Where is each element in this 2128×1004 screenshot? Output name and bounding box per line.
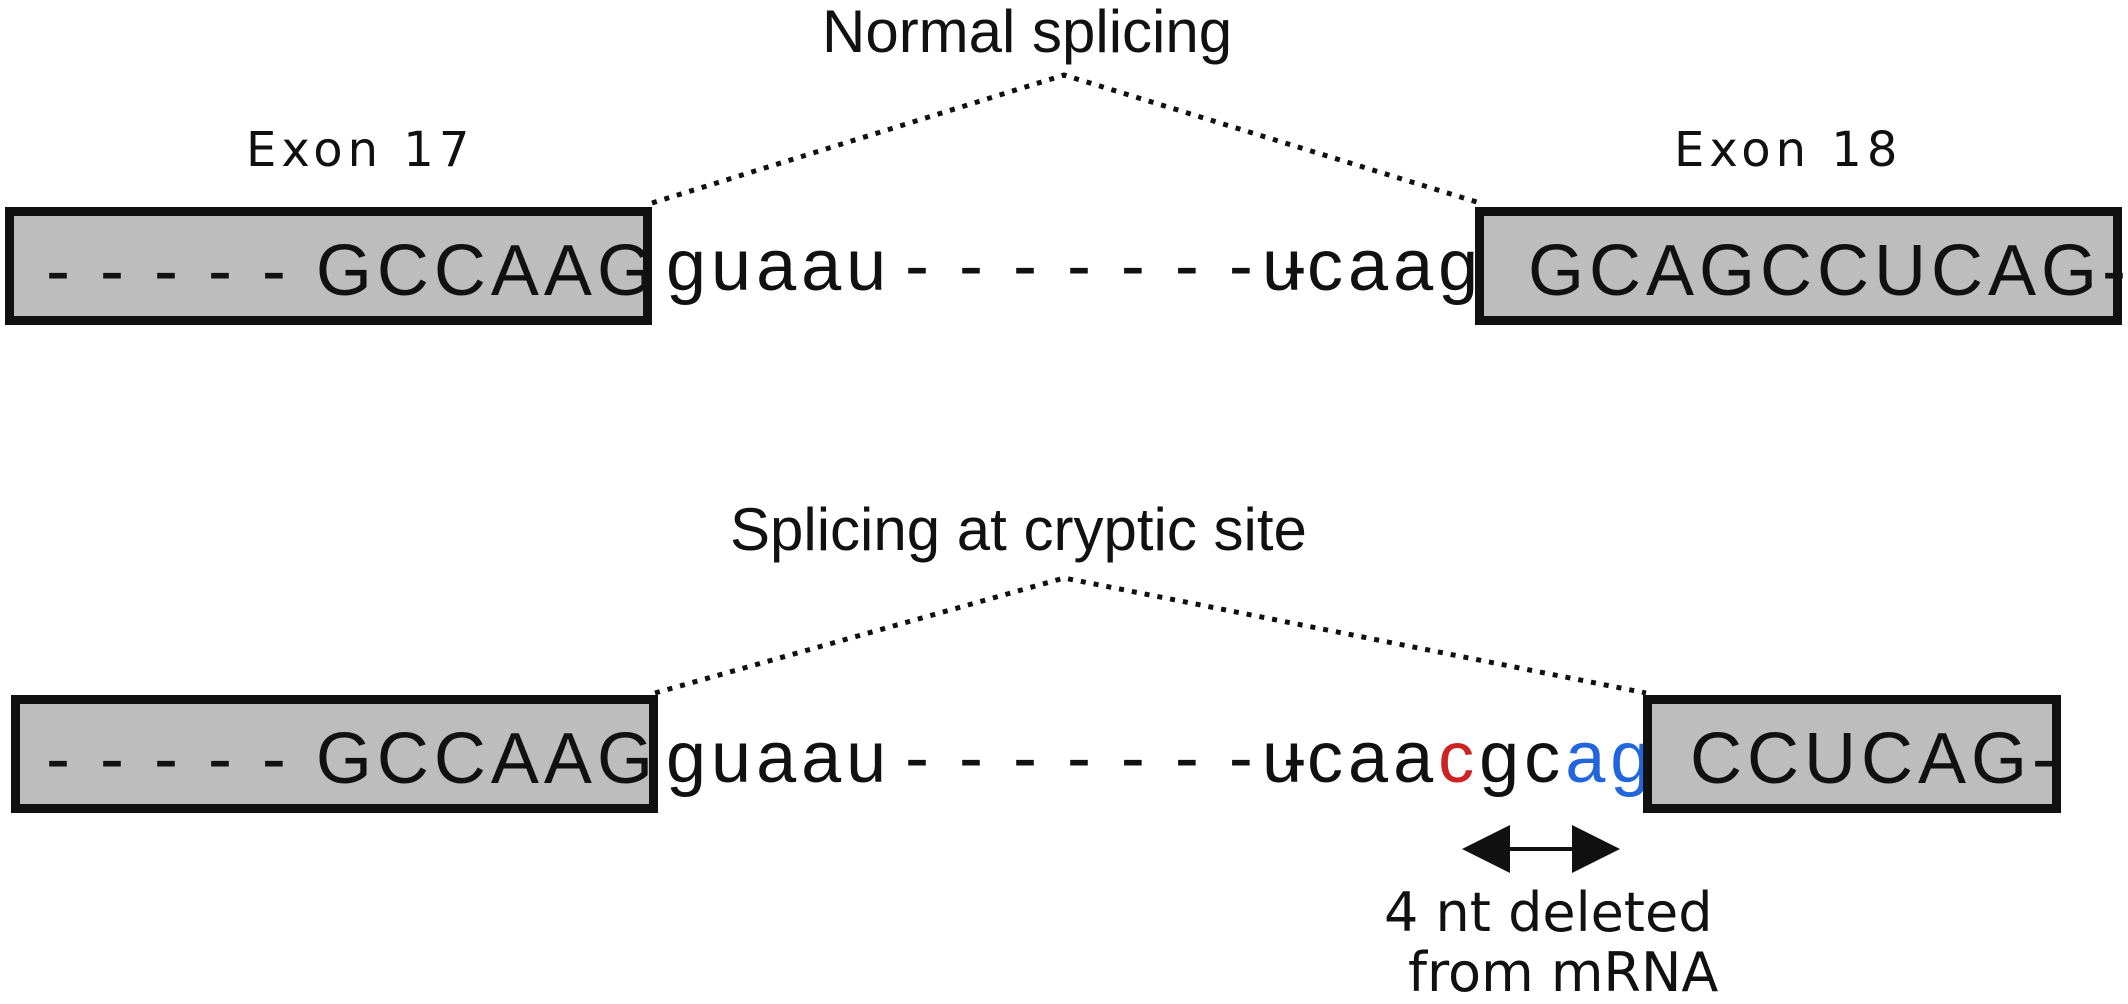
cryptic-splicing-title: Splicing at cryptic site <box>730 496 1307 563</box>
deletion-note-line1: 4 nt deleted <box>1384 881 1713 944</box>
exon18-sequence: GCAGCCUCAG- <box>1528 231 2128 311</box>
cryptic-red-nucleotide: c <box>1438 718 1480 798</box>
intron-3prime-plain-b: gc <box>1479 718 1566 798</box>
exon17-sequence: - - - - - GCCAAG <box>46 231 658 311</box>
cryptic-splice-line <box>654 575 1647 696</box>
intron-3prime-normal: ucaag <box>1262 226 1484 306</box>
intron-5prime-cryptic: guaau <box>666 718 892 798</box>
deletion-note-line2: from mRNA <box>1408 941 1719 1004</box>
intron-5prime-normal: guaau <box>666 226 892 306</box>
exon17-box-normal: - - - - - GCCAAG <box>5 207 653 325</box>
exon18-sequence-cryptic: CCUCAG- <box>1690 719 2061 799</box>
normal-splice-line <box>651 72 1481 206</box>
exon17-sequence-cryptic: - - - - - GCCAAG <box>46 719 658 799</box>
exon18-box-normal: GCAGCCUCAG- <box>1475 207 2126 325</box>
intron-3prime-plain-a: ucaa <box>1262 718 1439 798</box>
exon18-box-cryptic: CCUCAG- <box>1643 695 2061 813</box>
normal-splicing-title: Normal splicing <box>822 0 1233 65</box>
exon17-box-cryptic: - - - - - GCCAAG <box>11 695 658 813</box>
exon17-label: Exon 17 <box>246 122 475 178</box>
intron-dashes-normal: - - - - - - - - <box>905 226 1312 306</box>
intron-dashes-cryptic: - - - - - - - - <box>905 718 1312 798</box>
intron-3prime-cryptic: ucaacgcag <box>1262 722 1655 794</box>
exon18-label: Exon 18 <box>1674 122 1903 178</box>
cryptic-ag-site: ag <box>1565 718 1656 798</box>
